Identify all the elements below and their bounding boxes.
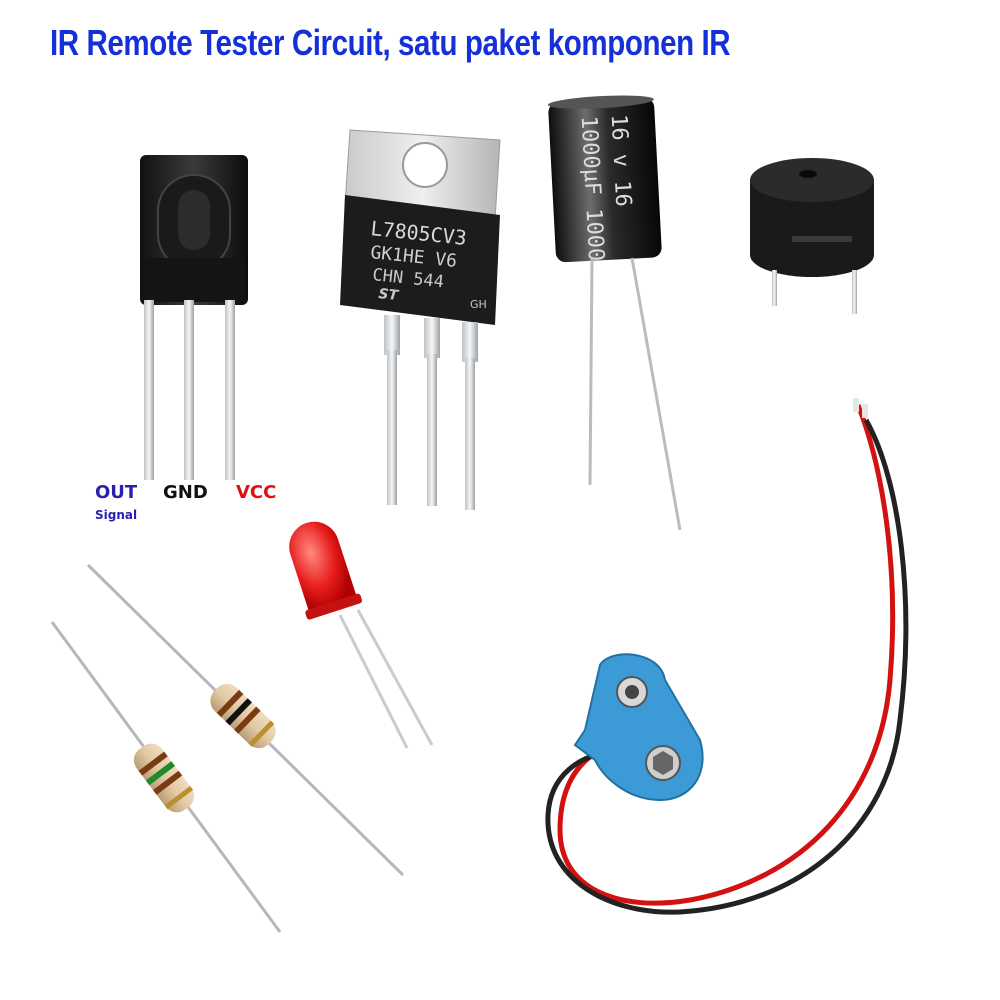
- resistor-1: [86, 563, 405, 877]
- pin-label-out: OUT: [95, 482, 138, 503]
- battery-snap-wires: [545, 398, 909, 915]
- voltage-regulator: L7805CV3 GK1HE V6 CHN 544 ST GH: [340, 129, 501, 510]
- page-title: IR Remote Tester Circuit, satu paket kom…: [50, 22, 731, 63]
- regulator-logo: ST: [378, 286, 401, 304]
- pin-label-out-signal: Signal: [95, 508, 138, 522]
- regulator-corner-mark: GH: [470, 298, 487, 311]
- red-led: [289, 521, 434, 749]
- electrolytic-capacitor: 1000µF 1000 16 v 16: [547, 95, 682, 531]
- ir-receiver: [140, 155, 248, 480]
- capacitor-marking-2: 16 v 16: [606, 114, 636, 208]
- pin-label-gnd: GND: [163, 482, 208, 503]
- pin-label-vcc: VCC: [236, 482, 277, 503]
- piezo-buzzer: [750, 158, 874, 314]
- resistor-2: [50, 621, 282, 933]
- battery-snap: [573, 653, 704, 802]
